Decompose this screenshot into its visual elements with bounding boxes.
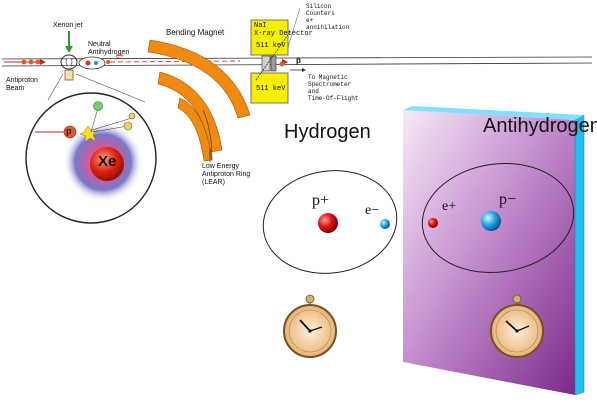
antihydrogen-title: Antihydrogen — [483, 115, 597, 137]
proton-sphere — [318, 213, 338, 233]
antiproton-beam-label: Antiproton Beam — [6, 77, 38, 92]
xenon-zoom-circle — [25, 73, 157, 224]
kev-bottom-label: 511 keV — [256, 85, 286, 93]
antihydrogen-panel — [403, 106, 585, 396]
hydrogen-atom — [262, 170, 398, 274]
hydrogen-title: Hydrogen — [284, 121, 371, 143]
hydrogen-watch-icon — [283, 294, 337, 358]
detector-assembly — [250, 7, 301, 104]
pbar-label: p̄ — [296, 56, 301, 65]
bending-magnet-label: Bending Magnet — [166, 28, 225, 37]
xenon-jet-target — [60, 31, 78, 81]
antihydrogen-watch-icon — [490, 294, 544, 358]
nai-detector-label: NaI X-ray Detector — [254, 22, 313, 38]
xenon-jet-label: Xenon jet — [53, 22, 83, 29]
positron-small-label: e+ — [116, 53, 124, 60]
positron-sphere — [428, 218, 438, 228]
positron-label: e+ — [442, 199, 457, 214]
xe-label: Xe — [98, 153, 117, 170]
electron-label: e− — [365, 203, 380, 218]
silicon-counters-label: Silicon Counters e+ annihilation — [306, 3, 350, 31]
antiproton-sphere — [481, 211, 501, 231]
to-spectrometer-label: To Magnetic Spectrometer and Time-Of-Fli… — [308, 74, 359, 102]
kev-top-label: 511 keV — [256, 42, 286, 50]
electron-sphere — [380, 219, 390, 229]
antiproton-label: p− — [499, 191, 517, 208]
proton-label: p+ — [312, 192, 330, 209]
lear-label: Low Energy Antiproton Ring (LEAR) — [202, 163, 251, 186]
neutral-antihydrogen-capsule — [78, 56, 106, 70]
bending-magnet — [147, 39, 251, 162]
neutral-antihydrogen-label: Neutral Antihydrogen — [88, 41, 130, 56]
p-label: p — [66, 126, 72, 136]
